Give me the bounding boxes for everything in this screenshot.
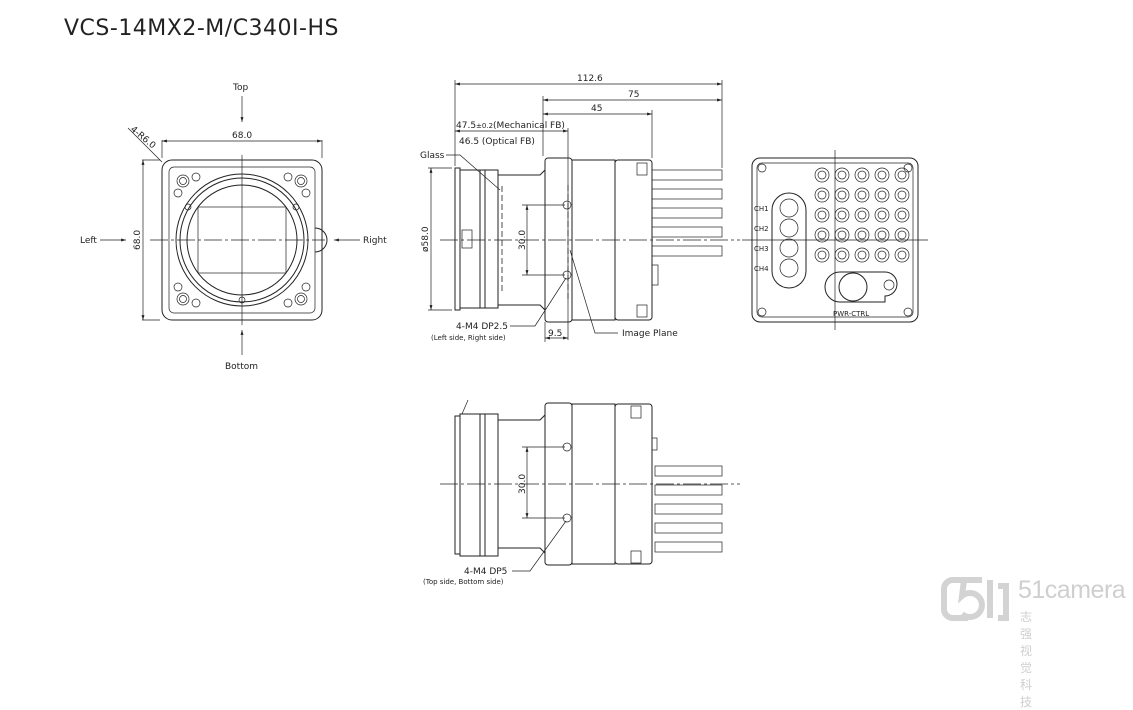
front-view: 68.0 68.0 4-R6.0 Top Bottom Left Right xyxy=(80,83,387,372)
overall-length-dim: 112.6 xyxy=(577,74,603,84)
corner-radius-dim: 4-R6.0 xyxy=(128,125,157,152)
technical-drawing: 68.0 68.0 4-R6.0 Top Bottom Left Right xyxy=(80,74,928,586)
power-label: PWR-CTRL xyxy=(833,310,869,318)
port-icon xyxy=(837,170,847,180)
port-icon xyxy=(834,247,850,263)
port-icon xyxy=(857,170,867,180)
label-top: Top xyxy=(232,83,248,93)
port-icon xyxy=(837,230,847,240)
svg-text:47.5±0.2(Mechanical FB): 47.5±0.2(Mechanical FB) xyxy=(456,121,565,131)
mechanical-fb-value: 47.5 xyxy=(456,121,476,131)
port-icon xyxy=(874,167,890,183)
port-icon xyxy=(854,207,870,223)
port-icon xyxy=(814,247,830,263)
port-icon xyxy=(874,247,890,263)
port-icon xyxy=(857,230,867,240)
port-icon xyxy=(894,187,910,203)
cable-connectors xyxy=(654,465,723,553)
mechanical-fb-label: (Mechanical FB) xyxy=(493,121,565,131)
sfp-port-grid xyxy=(814,167,910,263)
optical-fb-dim: 46.5 (Optical FB) xyxy=(459,137,535,147)
port-icon xyxy=(877,250,887,260)
port-icon xyxy=(897,170,907,180)
diameter-dim: ø58.0 xyxy=(421,226,431,252)
cable-connectors xyxy=(651,169,723,286)
channel-label: CH4 xyxy=(754,265,769,273)
port-icon xyxy=(874,207,890,223)
body-length-dim: 75 xyxy=(628,90,639,100)
port-icon xyxy=(854,167,870,183)
port-icon xyxy=(894,207,910,223)
port-icon xyxy=(897,230,907,240)
port-icon xyxy=(814,227,830,243)
bottom-view: 30.0 4-M4 DP5 (Top side, Bottom side) xyxy=(423,399,740,586)
port-icon xyxy=(877,190,887,200)
label-bottom: Bottom xyxy=(225,362,258,372)
port-icon xyxy=(834,187,850,203)
front-height-dim: 68.0 xyxy=(133,230,143,250)
port-icon xyxy=(894,247,910,263)
port-icon xyxy=(897,250,907,260)
port-icon xyxy=(854,227,870,243)
port-icon xyxy=(817,230,827,240)
port-icon xyxy=(817,170,827,180)
label-right: Right xyxy=(363,236,387,246)
channel-label: CH1 xyxy=(754,205,769,213)
mechanical-fb-tol: ±0.2 xyxy=(476,122,493,130)
port-icon xyxy=(877,210,887,220)
holes-note: (Left side, Right side) xyxy=(431,334,506,342)
offset-dim: 9.5 xyxy=(548,329,562,339)
watermark-logo-icon xyxy=(941,577,1009,621)
glass-label: Glass xyxy=(420,151,445,161)
side-view: 112.6 75 45 47.5±0.2(Mechanical FB) 46.5… xyxy=(420,74,740,342)
port-icon xyxy=(897,190,907,200)
label-left: Left xyxy=(80,236,97,246)
port-icon xyxy=(814,167,830,183)
port-icon xyxy=(897,210,907,220)
channel-label: CH3 xyxy=(754,245,769,253)
port-icon xyxy=(837,190,847,200)
watermark-brand: 51camera xyxy=(1018,576,1126,604)
port-icon xyxy=(874,187,890,203)
port-icon xyxy=(834,167,850,183)
back-view: CH1 CH2 CH3 CH4 PWR-CTRL xyxy=(742,150,928,330)
port-icon xyxy=(854,247,870,263)
front-width-dim: 68.0 xyxy=(232,131,252,141)
port-icon xyxy=(854,187,870,203)
port-icon xyxy=(837,210,847,220)
port-icon xyxy=(834,207,850,223)
watermark-subtitle: 志强视觉科技 xyxy=(1020,610,1039,709)
port-icon xyxy=(857,250,867,260)
housing-length-dim: 45 xyxy=(591,104,602,114)
bottom-holes-label: 4-M4 DP5 xyxy=(464,567,507,577)
bottom-holes-note: (Top side, Bottom side) xyxy=(423,578,504,586)
port-icon xyxy=(894,227,910,243)
port-icon xyxy=(837,250,847,260)
port-icon xyxy=(877,230,887,240)
holes-label: 4-M4 DP2.5 xyxy=(456,322,508,332)
port-icon xyxy=(877,170,887,180)
port-icon xyxy=(817,210,827,220)
mount-hole-icons xyxy=(173,172,311,308)
port-icon xyxy=(857,210,867,220)
image-plane-label: Image Plane xyxy=(622,329,678,339)
channel-label: CH2 xyxy=(754,225,769,233)
hole-spacing-dim: 30.0 xyxy=(518,230,528,250)
bottom-hole-spacing-dim: 30.0 xyxy=(518,474,528,494)
port-icon xyxy=(814,207,830,223)
port-icon xyxy=(817,190,827,200)
drawing-title: VCS-14MX2-M/C340I-HS xyxy=(64,16,339,41)
port-icon xyxy=(814,187,830,203)
port-icon xyxy=(817,250,827,260)
port-icon xyxy=(857,190,867,200)
port-icon xyxy=(874,227,890,243)
port-icon xyxy=(894,167,910,183)
